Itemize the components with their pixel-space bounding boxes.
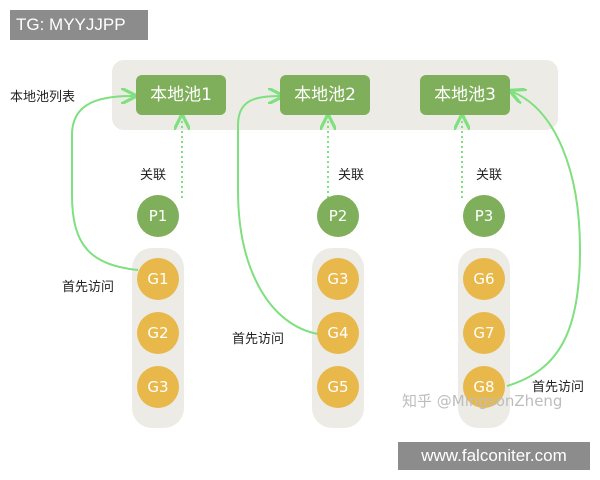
link-label-3: 关联: [476, 168, 503, 183]
goroutine-c3-1: G6: [463, 258, 505, 300]
local-pool-list-label: 本地池列表: [10, 90, 76, 105]
goroutine-c1-3: G3: [137, 366, 179, 408]
processor-p1: P1: [137, 195, 179, 237]
processor-p2: P2: [317, 195, 359, 237]
watermark-text: 知乎 @MingsonZheng: [402, 392, 563, 410]
link-label-1: 关联: [140, 168, 167, 183]
goroutine-c2-3: G5: [317, 366, 359, 408]
goroutine-c1-1: G1: [137, 258, 179, 300]
pool-box-3: 本地池3: [420, 75, 510, 115]
goroutine-c3-2: G7: [463, 312, 505, 354]
goroutine-c3-3: G8: [463, 366, 505, 408]
first-access-label-2: 首先访问: [232, 332, 285, 347]
first-access-label-3: 首先访问: [532, 380, 585, 395]
goroutine-c2-1: G3: [317, 258, 359, 300]
url-badge: www.falconiter.com: [398, 442, 590, 470]
first-access-curve-2: [237, 96, 319, 335]
processor-p3: P3: [463, 195, 505, 237]
pool-box-1: 本地池1: [136, 75, 226, 115]
pool-box-2: 本地池2: [280, 75, 370, 115]
goroutine-c2-2: G4: [317, 312, 359, 354]
goroutine-c1-2: G2: [137, 312, 179, 354]
first-access-curve-3: [507, 92, 582, 387]
first-access-curve-1: [71, 96, 139, 271]
tg-badge: TG: MYYJJPP: [10, 10, 148, 40]
link-label-2: 关联: [338, 168, 365, 183]
first-access-label-1: 首先访问: [62, 280, 115, 295]
